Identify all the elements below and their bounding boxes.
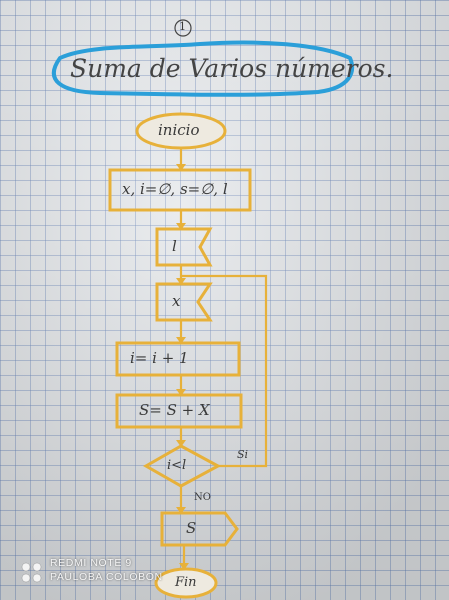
- camera-logo-icon: [21, 562, 42, 583]
- title-outline: [52, 40, 355, 97]
- input-l-label: l: [172, 237, 177, 255]
- init-process-box: [108, 168, 252, 212]
- end-label: Fin: [175, 575, 197, 590]
- increment-process-box: [115, 341, 241, 377]
- start-terminal: [135, 112, 227, 150]
- page-title: Suma de Varios números.: [70, 54, 394, 83]
- accumulate-label: S= S + X: [139, 401, 210, 419]
- input-x-label: x: [172, 292, 181, 310]
- decision-diamond: [142, 444, 222, 488]
- start-label: inicio: [158, 121, 200, 139]
- accumulate-process-box: [115, 393, 243, 429]
- page-number-circle: [174, 19, 192, 37]
- input-l-shape: [155, 227, 213, 267]
- watermark-model: REDMI NOTE 9: [50, 557, 132, 569]
- decision-label: i<l: [167, 458, 187, 473]
- output-label: S: [186, 519, 197, 537]
- init-label: x, i=∅, s=∅, l: [122, 180, 228, 198]
- page-number: 1: [179, 20, 186, 33]
- end-terminal: [154, 567, 218, 599]
- input-x-shape: [155, 282, 213, 322]
- watermark-owner: PAULOBA COLOBON: [50, 571, 163, 583]
- increment-label: i= i + 1: [130, 349, 189, 367]
- output-shape: [160, 511, 239, 547]
- yes-branch-label: Si: [237, 448, 249, 461]
- no-branch-label: NO: [194, 492, 211, 503]
